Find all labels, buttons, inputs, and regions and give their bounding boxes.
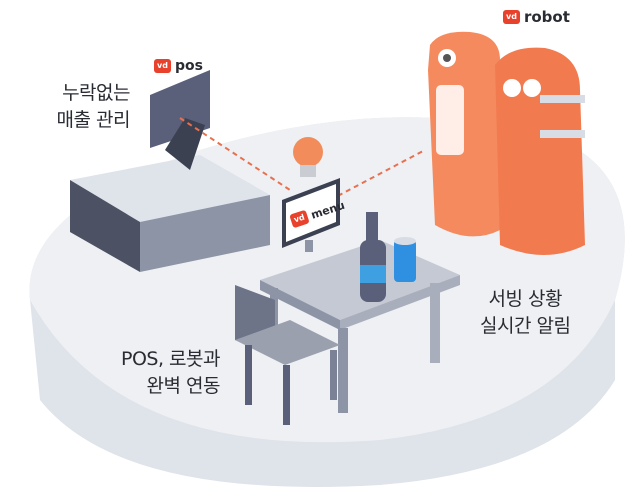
chair — [235, 285, 340, 425]
connection-arrows — [179, 117, 426, 201]
robot-logo: vd robot — [503, 8, 570, 26]
drinks — [360, 212, 416, 302]
lightbulb-icon — [293, 137, 323, 177]
pos-logo: vd pos — [154, 58, 203, 74]
integration-feature-label: POS, 로봇과 완벽 연동 — [121, 348, 221, 397]
serving-robots — [428, 31, 585, 255]
serving-feature-label: 서빙 상황 실시간 알림 — [480, 288, 571, 337]
menu-tablet — [282, 178, 340, 252]
pos-feature-label: 누락없는 매출 관리 — [56, 82, 131, 131]
